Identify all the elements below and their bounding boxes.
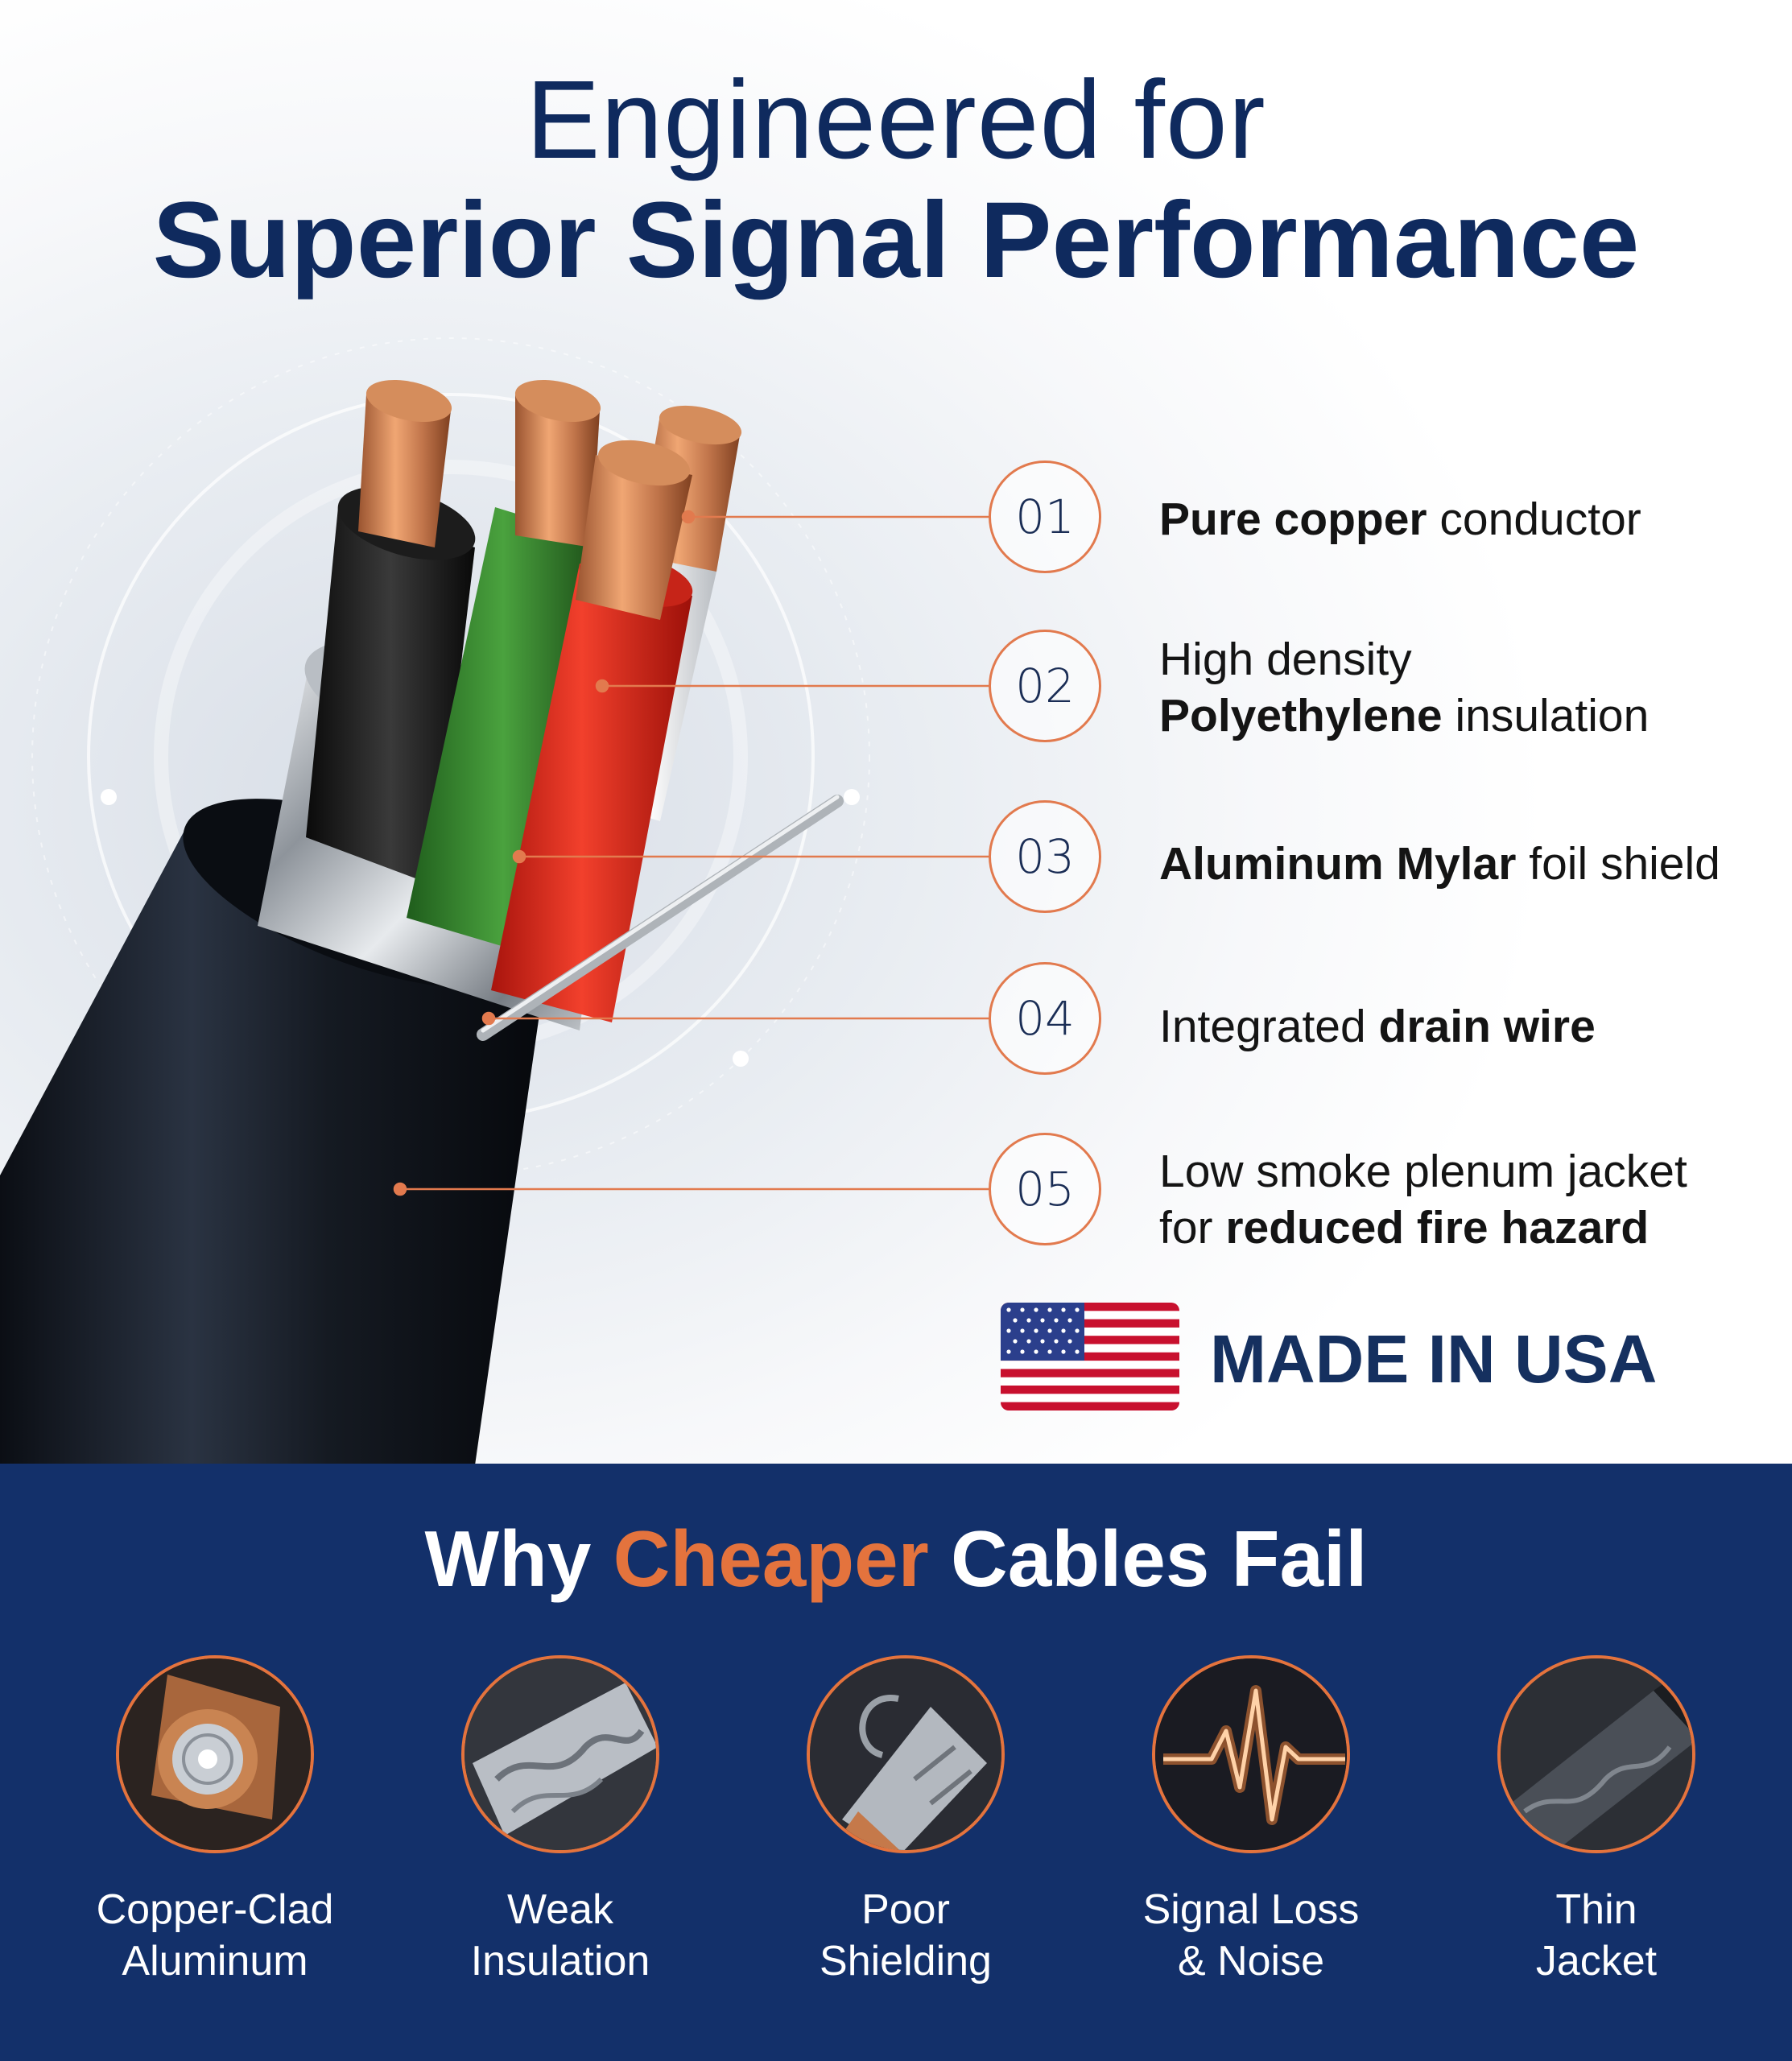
page-title-line1: Engineered for	[526, 58, 1266, 182]
why-accent: Cheaper	[613, 1514, 929, 1603]
why-section: Why Cheaper Cables Fail Copper-Clad Alum…	[0, 1464, 1792, 2061]
fail-label: Weak Insulation	[391, 1884, 729, 1987]
made-in-usa-label: MADE IN USA	[1210, 1321, 1658, 1397]
feature-number-04: 04	[989, 962, 1101, 1075]
feature-number-05: 05	[989, 1133, 1101, 1245]
fail-item-signal-loss: Signal Loss & Noise	[1082, 1655, 1420, 1987]
why-heading: Why Cheaper Cables Fail	[0, 1514, 1792, 1605]
feature-insulation: High density Polyethylene insulation	[1159, 631, 1649, 744]
fail-label-line2: & Noise	[1177, 1938, 1325, 1985]
fail-label-line1: Copper-Clad	[96, 1886, 334, 1933]
page-title-line2: Superior Signal Performance	[152, 180, 1640, 300]
feature-text: for	[1159, 1202, 1226, 1254]
thin-jacket-icon	[1497, 1655, 1695, 1853]
weak-insulation-icon	[461, 1655, 659, 1853]
feature-drain-wire: Integrated drain wire	[1159, 998, 1596, 1055]
feature-number-01: 01	[989, 461, 1101, 573]
feature-bold: Polyethylene	[1159, 690, 1443, 741]
hero-section: Engineered for Superior Signal Performan…	[0, 0, 1792, 1464]
feature-jacket: Low smoke plenum jacket for reduced fire…	[1159, 1143, 1687, 1256]
fail-label-line2: Jacket	[1535, 1938, 1658, 1985]
feature-bold: drain wire	[1378, 1001, 1596, 1052]
feature-bold: reduced fire hazard	[1225, 1202, 1650, 1254]
fail-label: Signal Loss & Noise	[1082, 1884, 1420, 1987]
fail-label-line1: Poor	[861, 1886, 950, 1933]
usa-flag-icon	[1001, 1303, 1179, 1410]
feature-copper: Pure copper conductor	[1159, 491, 1641, 547]
feature-line: High density	[1159, 634, 1412, 685]
feature-line: Low smoke plenum jacket	[1159, 1146, 1687, 1197]
copper-clad-aluminum-icon	[116, 1655, 314, 1853]
fail-label-line1: Thin	[1555, 1886, 1637, 1933]
feature-number-03: 03	[989, 800, 1101, 913]
fail-item-copper-clad: Copper-Clad Aluminum	[46, 1655, 384, 1987]
fail-label-line2: Aluminum	[122, 1938, 308, 1985]
fail-label: Copper-Clad Aluminum	[46, 1884, 384, 1987]
signal-noise-icon	[1152, 1655, 1350, 1853]
feature-number-02: 02	[989, 630, 1101, 742]
feature-text: insulation	[1442, 690, 1650, 741]
fail-item-thin-jacket: Thin Jacket	[1427, 1655, 1765, 1987]
fail-label-line2: Shielding	[820, 1938, 992, 1985]
why-post: Cables Fail	[928, 1514, 1368, 1603]
fail-label: Thin Jacket	[1427, 1884, 1765, 1987]
why-pre: Why	[424, 1514, 613, 1603]
feature-bold: Pure copper	[1159, 494, 1427, 545]
feature-text: foil shield	[1516, 838, 1720, 890]
poor-shielding-icon	[807, 1655, 1005, 1853]
fail-item-weak-insulation: Weak Insulation	[391, 1655, 729, 1987]
fail-label-line1: Weak	[507, 1886, 613, 1933]
fail-item-poor-shielding: Poor Shielding	[737, 1655, 1075, 1987]
cable-illustration	[0, 337, 989, 1464]
feature-foil-shield: Aluminum Mylar foil shield	[1159, 836, 1720, 892]
fail-label-line2: Insulation	[470, 1938, 650, 1985]
fail-label-line1: Signal Loss	[1142, 1886, 1360, 1933]
feature-bold: Aluminum Mylar	[1159, 838, 1517, 890]
feature-text: conductor	[1427, 494, 1641, 545]
fail-label: Poor Shielding	[737, 1884, 1075, 1987]
feature-text: Integrated	[1159, 1001, 1379, 1052]
